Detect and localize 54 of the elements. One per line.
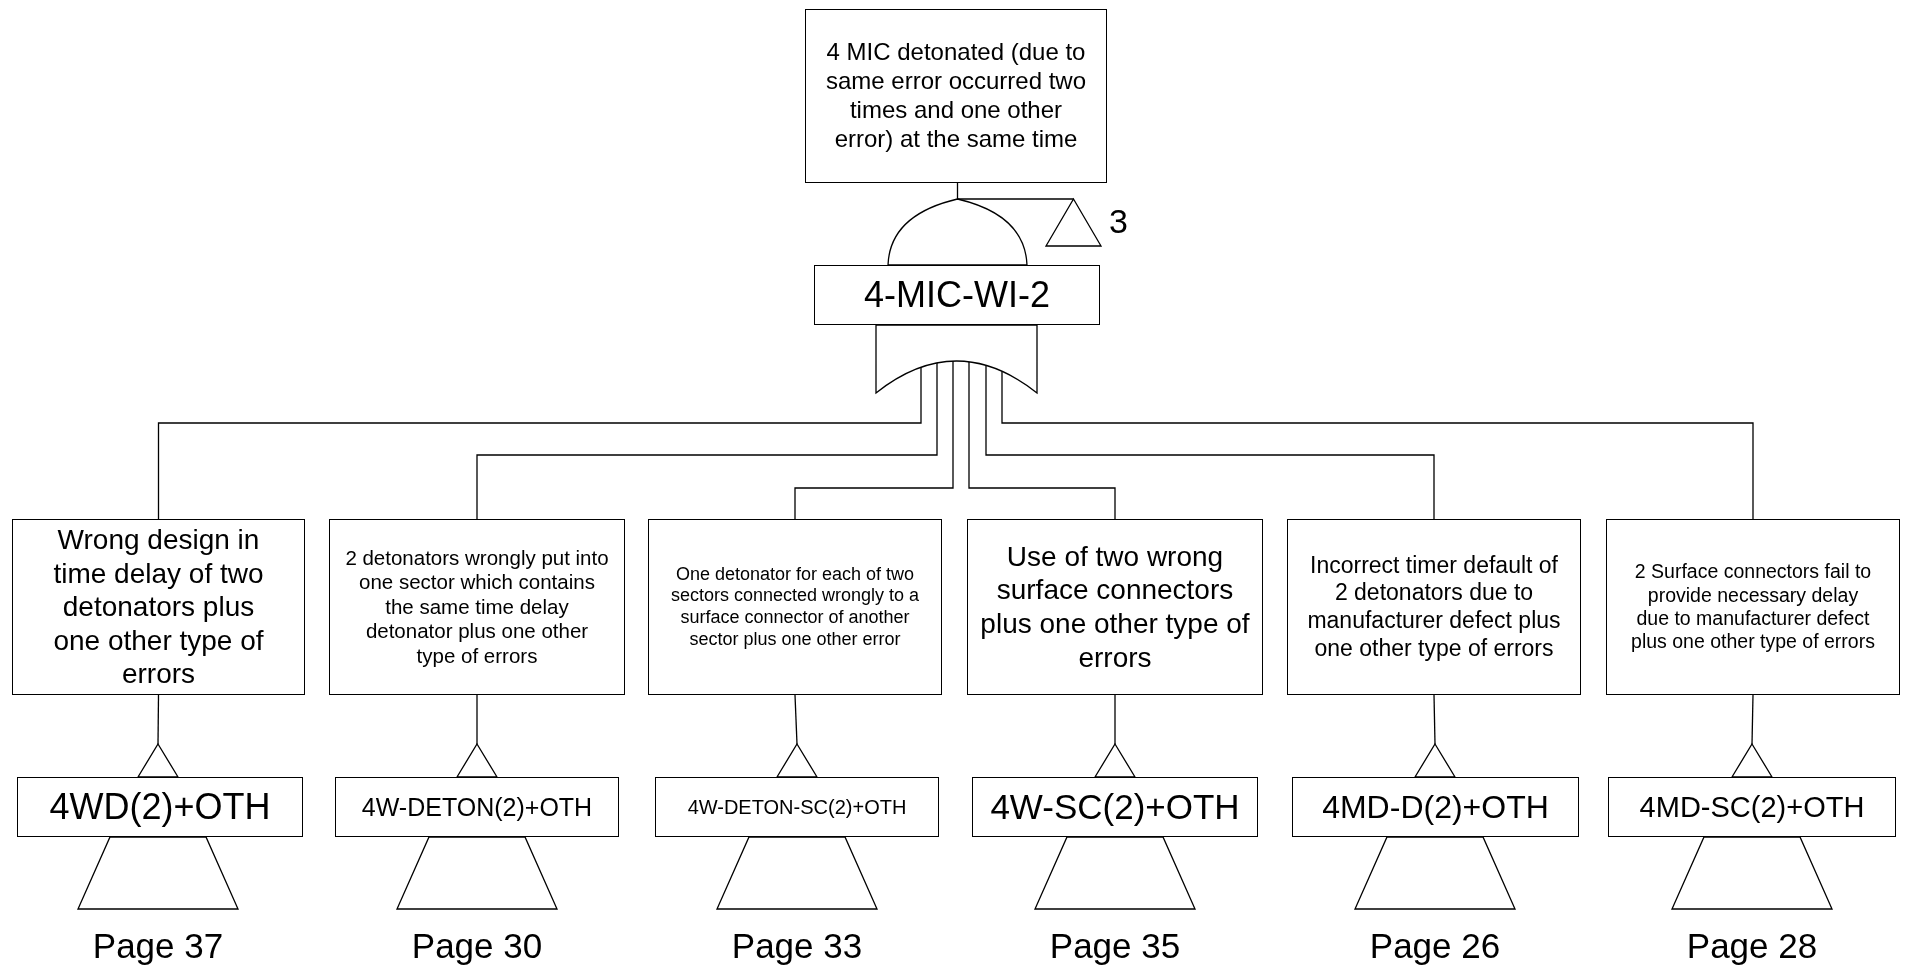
event-box (12, 519, 305, 695)
event-text: 4W-SC(2)+OTH (990, 786, 1240, 828)
connector-line (985, 364, 1435, 520)
connector-line (1114, 694, 1116, 745)
event-text: Wrong design in time delay of two detonators plus one other type of errors (52, 523, 265, 691)
event-text: 4-MIC-WI-2 (864, 273, 1050, 317)
page-reference: Page 37 (91, 927, 225, 966)
page-reference: Page 30 (410, 927, 544, 966)
transfer-triangle (1355, 837, 1515, 909)
event-box (1606, 519, 1900, 695)
connector-line (476, 694, 478, 745)
and-gate (888, 199, 1027, 265)
page-reference: Page 35 (1048, 927, 1182, 966)
event-box (648, 519, 942, 695)
event-text: 4W-DETON(2)+OTH (361, 792, 593, 822)
transfer-triangle (1415, 744, 1455, 777)
transfer-triangle (1672, 837, 1832, 909)
event-text: 4MD-D(2)+OTH (1322, 787, 1549, 827)
page-reference: Page 28 (1685, 927, 1819, 966)
connector-line (794, 694, 798, 745)
event-box (805, 9, 1107, 183)
event-text: 2 detonators wrongly put into one sector which contains the same time delay detonator plus one other type of errors (344, 545, 610, 669)
connector-line (1751, 694, 1754, 745)
event-box (967, 519, 1263, 695)
transfer-number: 3 (1109, 203, 1128, 241)
transfer-triangle (138, 744, 178, 777)
transfer-triangle (777, 744, 817, 777)
connector-line (157, 694, 160, 745)
connector-line (476, 362, 938, 520)
event-text: 4 MIC detonated (due to same error occurred two times and one other error) at the same time (824, 38, 1088, 154)
event-text: Incorrect timer default of 2 detonators due to manufacturer defect plus one other type of errors (1306, 551, 1562, 663)
transfer-triangle (1732, 744, 1772, 777)
or-gate (876, 325, 1037, 393)
event-text: One detonator for each of two sectors connected wrongly to a surface connector of another sector plus one other error (669, 563, 921, 651)
page-reference: Page 26 (1368, 927, 1502, 966)
event-text: 4W-DETON-SC(2)+OTH (687, 795, 907, 819)
event-box (814, 265, 1100, 325)
transfer-triangle (397, 837, 557, 909)
transfer-triangle (457, 744, 497, 777)
event-text: 4WD(2)+OTH (49, 785, 271, 829)
transfer-triangle (78, 837, 238, 909)
connector-line (968, 361, 1116, 520)
event-box (1287, 519, 1581, 695)
event-text: 2 Surface connectors fail to provide necessary delay due to manufacturer defect plus one other type of errors (1630, 560, 1876, 654)
transfer-triangle (1046, 199, 1101, 246)
event-text: Use of two wrong surface connectors plus one other type of errors (980, 539, 1250, 675)
page-reference: Page 33 (730, 927, 864, 966)
transfer-triangle (1035, 837, 1195, 909)
connector-line (157, 366, 922, 520)
connector-line (1433, 694, 1436, 745)
transfer-triangle (717, 837, 877, 909)
event-text: 4MD-SC(2)+OTH (1639, 789, 1865, 825)
event-box (329, 519, 625, 695)
transfer-triangle (1095, 744, 1135, 777)
